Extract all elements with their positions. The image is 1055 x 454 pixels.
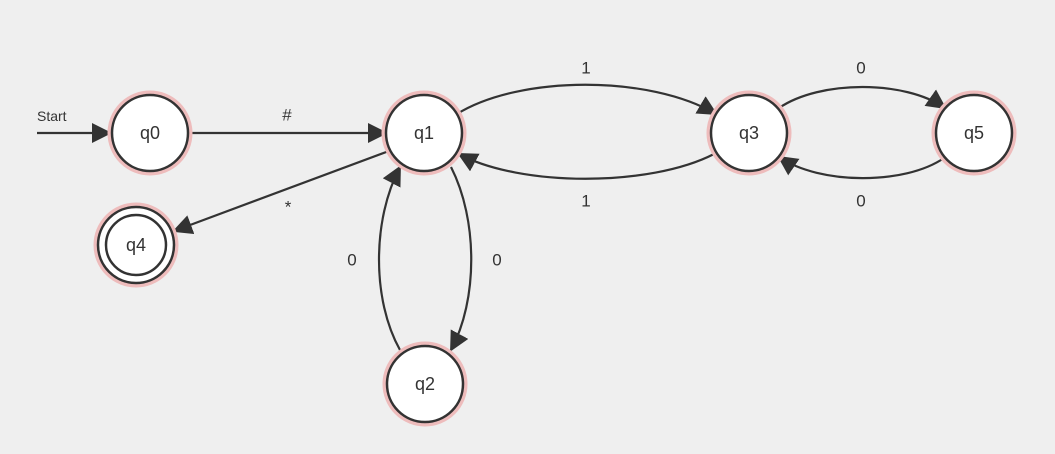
transitions: # 1 1 0 0 0 0 — [172, 59, 947, 352]
states: q0 q1 q2 q3 q4 q5 — [93, 90, 1017, 427]
state-q2-label: q2 — [415, 374, 435, 394]
transition-q3-q5[interactable]: 0 — [778, 59, 947, 110]
transition-q1-q2-label: 0 — [492, 251, 501, 270]
transition-q1-q2[interactable]: 0 — [450, 166, 502, 352]
start-label: Start — [37, 108, 67, 124]
state-q5[interactable]: q5 — [931, 90, 1017, 176]
transition-q0-q1[interactable]: # — [189, 106, 388, 143]
transition-q3-q5-label: 0 — [856, 59, 865, 78]
transition-q2-q1-line — [377, 165, 401, 351]
transition-q5-q3-line — [777, 155, 945, 180]
accepting-ring — [104, 213, 168, 277]
state-q1-label: q1 — [414, 123, 434, 143]
transition-q1-q3[interactable]: 1 — [456, 59, 718, 116]
state-q3-label: q3 — [739, 123, 759, 143]
transition-q3-q1-line — [457, 153, 715, 180]
transition-q5-q3-label: 0 — [856, 192, 865, 211]
transition-q1-q4-line — [172, 149, 390, 235]
state-q2[interactable]: q2 — [382, 341, 468, 427]
transition-q1-q2-line — [450, 166, 473, 352]
transition-q0-q1-label: # — [282, 106, 292, 125]
state-q3[interactable]: q3 — [706, 90, 792, 176]
state-q1[interactable]: q1 — [381, 90, 467, 176]
state-q0-label: q0 — [140, 123, 160, 143]
state-q4-label: q4 — [126, 235, 146, 255]
transition-q2-q1-label: 0 — [347, 251, 356, 270]
transition-q1-q4-label: * — [285, 198, 292, 217]
transition-q1-q3-label: 1 — [581, 59, 590, 78]
transition-q3-q1[interactable]: 1 — [457, 153, 715, 211]
transition-q3-q5-line — [778, 85, 947, 110]
transition-q5-q3[interactable]: 0 — [777, 155, 945, 211]
state-q4[interactable]: q4 — [93, 202, 179, 288]
transition-q1-q3-line — [456, 83, 718, 116]
state-q5-label: q5 — [964, 123, 984, 143]
transition-q1-q4[interactable]: * — [172, 149, 390, 235]
state-q0[interactable]: q0 — [107, 90, 193, 176]
transition-q2-q1[interactable]: 0 — [347, 165, 401, 351]
transition-q3-q1-label: 1 — [581, 192, 590, 211]
start-arrow: Start — [37, 108, 112, 143]
